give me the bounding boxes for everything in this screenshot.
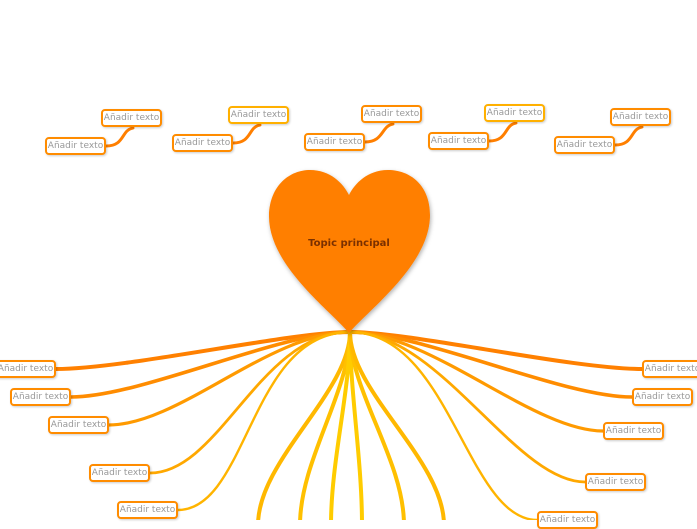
top-lower-node-2[interactable]: Añadir texto <box>304 133 365 151</box>
top-connector-2 <box>363 122 395 144</box>
branch-bottom-5 <box>348 330 446 520</box>
left-node-4[interactable]: Añadir texto <box>117 501 178 519</box>
top-upper-node-2[interactable]: Añadir texto <box>361 105 422 123</box>
top-lower-node-4[interactable]: Añadir texto <box>554 136 615 154</box>
right-node-2[interactable]: Añadir texto <box>603 422 664 440</box>
top-upper-node-0[interactable]: Añadir texto <box>101 109 162 127</box>
left-node-0[interactable]: Añadir texto <box>0 360 56 378</box>
left-node-3[interactable]: Añadir texto <box>89 464 150 482</box>
right-node-0[interactable]: Añadir texto <box>642 360 697 378</box>
top-lower-node-3[interactable]: Añadir texto <box>428 132 489 150</box>
branch-left-4 <box>176 330 352 512</box>
right-node-4[interactable]: Añadir texto <box>537 511 598 529</box>
branch-left-2 <box>107 330 352 427</box>
top-connector-4 <box>613 125 644 147</box>
left-node-1[interactable]: Añadir texto <box>10 388 71 406</box>
top-connector-0 <box>104 126 135 148</box>
top-lower-node-0[interactable]: Añadir texto <box>45 137 106 155</box>
left-node-2[interactable]: Añadir texto <box>48 416 109 434</box>
branch-right-4 <box>348 330 539 520</box>
top-upper-node-4[interactable]: Añadir texto <box>610 108 671 126</box>
right-node-1[interactable]: Añadir texto <box>632 388 693 406</box>
central-topic[interactable]: Topic principal <box>308 238 390 249</box>
top-lower-node-1[interactable]: Añadir texto <box>172 134 233 152</box>
right-node-3[interactable]: Añadir texto <box>585 473 646 491</box>
top-connector-3 <box>487 121 518 143</box>
top-connector-1 <box>231 123 262 145</box>
top-upper-node-1[interactable]: Añadir texto <box>228 106 289 124</box>
top-upper-node-3[interactable]: Añadir texto <box>484 104 545 122</box>
